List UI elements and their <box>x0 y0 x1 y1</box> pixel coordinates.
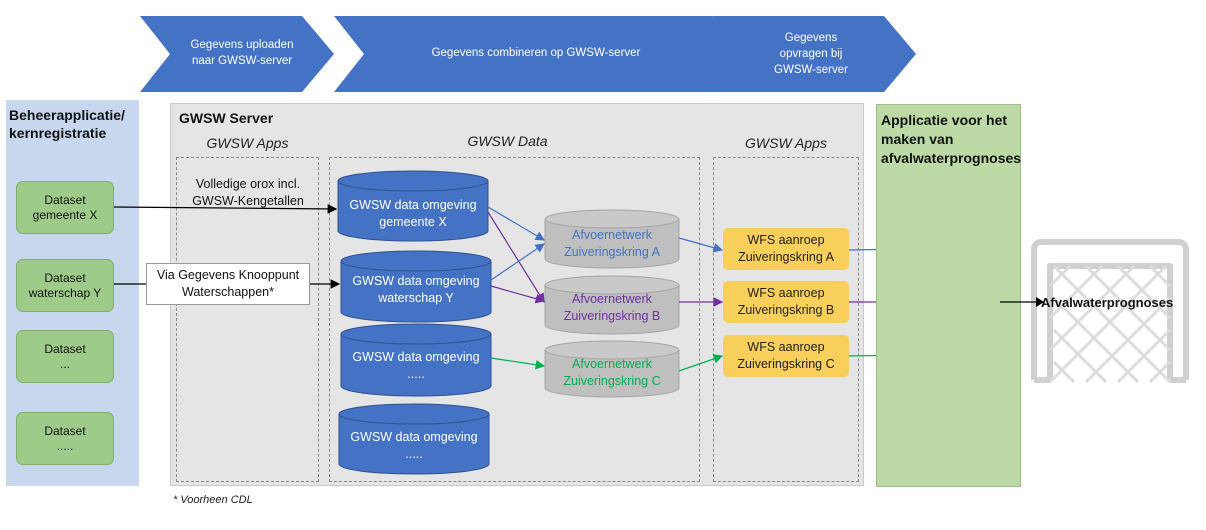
orox-text: Volledige orox incl. GWSW-Kengetallen <box>192 177 304 208</box>
chevron-step-request <box>712 16 916 92</box>
gwsw-apps-left-label: GWSW Apps <box>206 135 289 151</box>
output-label: Afvalwaterprognoses <box>1041 295 1174 310</box>
gwsw-server-title: GWSW Server <box>179 110 274 126</box>
data-cylinder-other-1-label: GWSW data omgeving ..... <box>352 350 480 381</box>
goal-net-icon <box>1031 239 1189 384</box>
network-cylinder-a <box>544 209 680 269</box>
data-cylinder-gemeente-x <box>337 170 489 242</box>
output-arrow <box>1000 297 1044 307</box>
step-combine-label: Gegevens combineren op GWSW-server <box>431 47 641 59</box>
gwsw-apps-left-section <box>176 157 319 482</box>
data-cylinder-other-1 <box>340 323 492 397</box>
dataset-waterschap-y: Dataset waterschap Y <box>16 259 114 312</box>
forecast-app-title: Applicatie voor het maken van afvalwater… <box>881 112 1022 166</box>
gwsw-apps-right-label: GWSW Apps <box>745 135 827 151</box>
data-cylinder-other-2-label: GWSW data omgeving ..... <box>350 430 478 461</box>
flow-network-c-to-wfs-c <box>678 354 724 372</box>
dataset-other-1: Dataset ... <box>16 330 114 383</box>
wfs-call-a: WFS aanroep Zuiveringskring A <box>723 228 849 270</box>
flow-other-to-network-c <box>490 357 546 370</box>
data-cylinder-waterschap-y <box>340 250 492 323</box>
flow-gemeente-to-network-b <box>487 211 545 304</box>
gwsw-data-label: GWSW Data <box>467 133 548 149</box>
wfs-call-c: WFS aanroep Zuiveringskring C <box>723 335 849 377</box>
network-cylinder-c <box>544 340 680 398</box>
knooppunt-box: Via Gegevens Knooppunt Waterschappen* <box>146 263 310 305</box>
wfs-call-b: WFS aanroep Zuiveringskring B <box>723 281 849 323</box>
network-a-label: Afvoernetwerk Zuiveringskring A <box>564 228 660 259</box>
step-upload-label: Gegevens uploaden naar GWSW-server <box>190 39 294 67</box>
network-c-label: Afvoernetwerk Zuiveringskring C <box>563 357 661 388</box>
flow-waterschap-to-network-b <box>490 285 546 304</box>
step-request-label: Gegevens opvragen bij GWSW-server <box>774 32 848 76</box>
network-b-label: Afvoernetwerk Zuiveringskring B <box>563 292 661 323</box>
dataset-other-2: Dataset ..... <box>16 412 114 465</box>
footnote: * Voorheen CDL <box>173 494 253 506</box>
network-cylinder-b <box>544 275 680 335</box>
data-cylinder-gemeente-x-label: GWSW data omgeving gemeente X <box>349 198 477 229</box>
flow-gemeente-to-network-a <box>487 206 546 241</box>
flow-network-a-to-wfs-a <box>678 237 724 253</box>
data-cylinder-other-2 <box>338 403 490 475</box>
gwsw-apps-right-section <box>713 157 859 482</box>
management-app-title: Beheerapplicatie/ kernregistratie <box>9 107 125 141</box>
chevron-step-combine <box>334 16 744 92</box>
dataset-gemeente-x: Dataset gemeente X <box>16 181 114 234</box>
flow-gemeente-to-data <box>113 204 338 214</box>
process-chevrons <box>140 16 916 92</box>
data-cylinder-waterschap-y-label: GWSW data omgeving waterschap Y <box>352 274 480 305</box>
chevron-step-upload <box>140 16 334 92</box>
gwsw-data-section <box>329 157 700 482</box>
forecast-app-panel: Applicatie voor het maken van afvalwater… <box>876 104 1021 487</box>
flow-waterschap-to-network-a <box>490 243 545 281</box>
